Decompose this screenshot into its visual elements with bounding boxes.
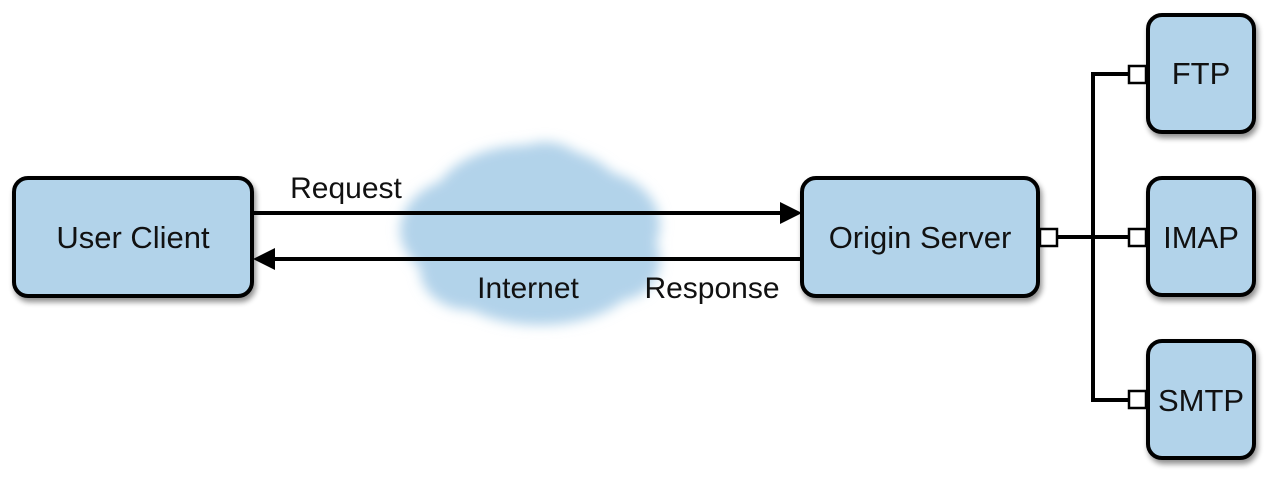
internet-label: Internet [477,272,579,305]
smtp-label: SMTP [1158,383,1244,418]
origin-server-port-icon [1038,227,1059,248]
user-client-label: User Client [56,220,210,255]
ftp-label: FTP [1172,56,1231,91]
response-label: Response [644,272,779,305]
ftp-port-icon [1127,64,1148,85]
origin-server-node[interactable] [800,176,1040,298]
response-arrow [253,248,803,270]
user-client-node[interactable] [12,176,254,298]
service-bus [1058,72,1130,402]
origin-server-label: Origin Server [829,220,1012,255]
arrowhead-left-icon [253,248,275,270]
smtp-port-icon [1127,389,1148,410]
imap-port-icon [1127,227,1148,248]
request-label: Request [290,172,402,205]
imap-node[interactable] [1146,176,1256,297]
ftp-node[interactable] [1146,13,1256,134]
imap-label: IMAP [1163,220,1239,255]
smtp-node[interactable] [1146,339,1256,460]
request-arrow [252,202,802,224]
arrowhead-right-icon [780,202,802,224]
